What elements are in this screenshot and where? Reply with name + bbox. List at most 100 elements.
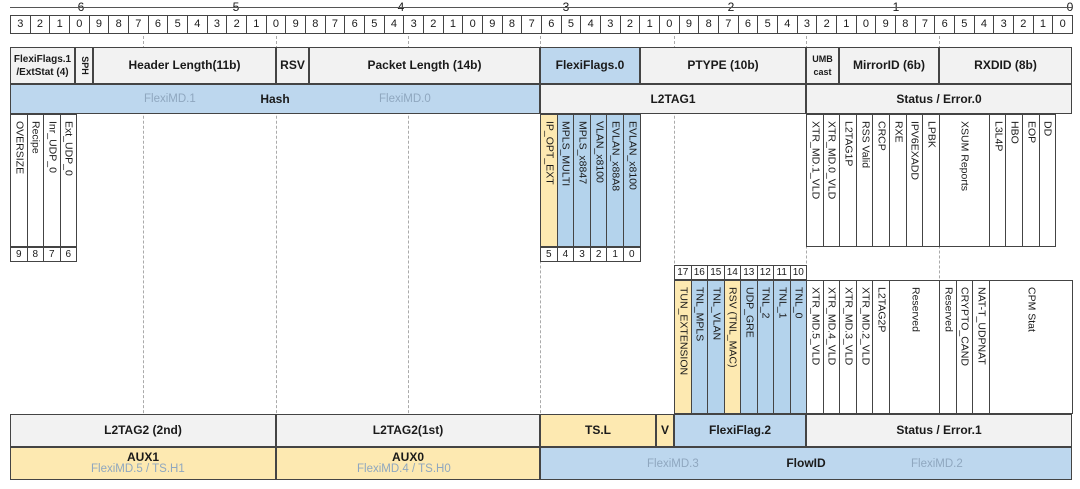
bit-number: 3 [403, 15, 424, 34]
bit-number: 4 [580, 15, 601, 34]
bit-cell: XTR_MD.4_VLD [822, 280, 841, 414]
bit-cell: TNL_2 [756, 280, 774, 414]
bit-label: XTR_MD.0_VLD [825, 121, 838, 200]
bit-cell: Reserved [889, 280, 940, 414]
bit-cell: VLAN_x8100 [589, 114, 608, 247]
bit-index: 8 [26, 247, 44, 262]
bit-number: 0 [659, 15, 680, 34]
guide-line [276, 36, 277, 448]
bit-cell: L2TAG1P [839, 114, 857, 247]
bit-cell: CRCP [872, 114, 890, 247]
bit-label: XTR_MD.3_VLD [842, 287, 855, 366]
aux0-sublabel: FlexiMD.4 / TS.H0 [357, 463, 451, 475]
l2tag2-1st-field: L2TAG2(1st) [276, 414, 540, 447]
bit-cell: L2TAG2P [872, 280, 890, 414]
bit-cell: DD [1038, 114, 1057, 247]
bit-cell: EOP [1022, 114, 1040, 247]
bit-cell: HBO [1005, 114, 1023, 247]
bit-cell: RXE [889, 114, 907, 247]
bit-label: Reserved [942, 287, 955, 332]
bit-label: TNL_1 [776, 287, 789, 319]
bit-number: 0 [1052, 15, 1073, 34]
bit-cell: TNL_1 [773, 280, 791, 414]
bit-number: 3 [206, 15, 228, 34]
bit-label: EVLAN_x8100 [626, 121, 639, 190]
status-error0-field: Status / Error.0 [806, 84, 1072, 114]
header-length-field: Header Length(11b) [93, 47, 276, 84]
bit-label: L2TAG2P [875, 287, 888, 333]
bit-index: 16 [690, 265, 708, 280]
bit-number: 4 [383, 15, 405, 34]
bit-cell: XTR_MD.2_VLD [855, 280, 874, 414]
packet-length-field: Packet Length (14b) [309, 47, 540, 84]
fleximd1-label: FlexiMD.1 [144, 93, 196, 105]
bit-label: Recipe [29, 121, 42, 154]
bit-label: RSS Valid [859, 121, 872, 169]
hash-field: FlexiMD.1 Hash FlexiMD.0 [10, 84, 540, 114]
bit-cell: MPLS_x8847 [573, 114, 591, 247]
bit-number: 2 [816, 15, 837, 34]
bit-label: XTR_MD.1_VLD [809, 121, 822, 200]
bit-label: CPM Stat [1025, 287, 1038, 332]
rsv-field: RSV [276, 47, 309, 84]
guide-line [674, 36, 675, 448]
bit-label: HBO [1008, 121, 1021, 144]
bit-label: TNL_2 [759, 287, 772, 319]
bit-number: 8 [698, 15, 719, 34]
bit-number: 4 [187, 15, 208, 34]
status-error1-field: Status / Error.1 [806, 414, 1072, 447]
bit-index: 17 [674, 265, 692, 280]
bit-cell: UDP_GRE [740, 280, 758, 414]
bit-label: TNL_VLAN [710, 287, 723, 341]
bit-number: 9 [88, 15, 110, 34]
bit-cell: OVERSIZE [10, 114, 28, 247]
bit-label: CRCP [875, 121, 888, 151]
fleximd0-label: FlexiMD.0 [379, 93, 431, 105]
bit-cell: Inr_UDP_0 [43, 114, 61, 247]
sph-field: SPH [75, 47, 93, 84]
l2tag1-field: L2TAG1 [540, 84, 806, 114]
flowid-label: FlowID [786, 456, 826, 470]
bit-cell: L3L4P [988, 114, 1007, 247]
hash-label: Hash [260, 91, 290, 106]
bit-number: 0 [855, 15, 877, 34]
bit-cell: Ext_UDP_0 [59, 114, 77, 247]
bit-cell: XSUM Reports [938, 114, 990, 247]
bit-label: XTR_MD.4_VLD [825, 287, 838, 366]
bit-label: Inr_UDP_0 [46, 121, 59, 173]
bit-number: 8 [501, 15, 523, 34]
bit-number: 5 [167, 15, 188, 34]
ptype-field: PTYPE (10b) [640, 47, 806, 84]
bit-number: 7 [128, 15, 149, 34]
bit-index: 7 [43, 247, 61, 262]
bit-cell: RSV (TNL_MAC) [723, 280, 741, 414]
flexiflags1-field: FlexiFlags.1 /ExtStat (4) [10, 47, 75, 84]
bit-number: 5 [364, 15, 385, 34]
bit-label: TNL_MPLS [693, 287, 706, 342]
bit-number: 2 [1013, 15, 1034, 34]
bit-number: 6 [541, 15, 562, 34]
mirrorid-field: MirrorID (6b) [839, 47, 939, 84]
bit-number: 1 [1032, 15, 1054, 34]
bit-index: 9 [10, 247, 28, 262]
bit-cell: Reserved [939, 280, 957, 414]
bit-label: LPBK [925, 121, 938, 148]
bit-number: 6 [737, 15, 759, 34]
bit-cell: XTR_MD.5_VLD [806, 280, 824, 414]
bit-cell: EVLAN_x8100 [623, 114, 641, 247]
rxdid-field: RXDID (8b) [939, 47, 1072, 84]
v-field: V [656, 414, 674, 447]
bit-cell: XTR_MD.3_VLD [839, 280, 857, 414]
bit-index: 11 [773, 265, 791, 280]
bit-number: 5 [757, 15, 778, 34]
bit-label: TUN_EXTENSION [677, 287, 690, 376]
aux1-sublabel: FlexiMD.5 / TS.H1 [91, 463, 185, 475]
bit-number: 5 [954, 15, 975, 34]
bit-label: RXE [892, 121, 905, 143]
bit-cell: CRYPTO_CAND [955, 280, 974, 414]
bit-number: 4 [777, 15, 798, 34]
bit-number: 6 [147, 15, 169, 34]
bit-number: 9 [285, 15, 306, 34]
bit-number: 8 [895, 15, 916, 34]
bit-label: Reserved [909, 287, 921, 332]
